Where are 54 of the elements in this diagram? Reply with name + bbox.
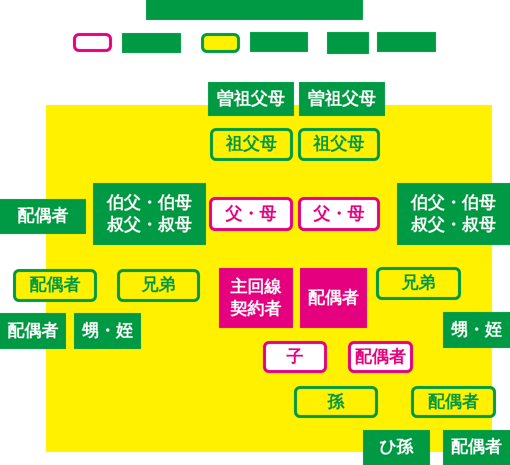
relation-label: 孫: [328, 390, 344, 414]
relation-label: 甥・姪: [82, 320, 133, 342]
title-block: [146, 0, 363, 20]
relation-box: [0, 313, 66, 349]
relation-label: 兄弟: [402, 272, 436, 295]
relation-label: 甥・姪: [451, 318, 502, 342]
relation-label: 曽祖父母: [217, 88, 285, 110]
relation-box: [0, 199, 86, 234]
relation-box: [299, 82, 385, 116]
relation-label: 叔父・叔母: [107, 214, 192, 236]
relation-label: 伯父・伯母: [411, 192, 496, 214]
relation-box: [348, 341, 413, 373]
relation-box: [443, 312, 510, 348]
relation-label: 配偶者: [18, 205, 68, 228]
relation-label: 父・母: [314, 202, 364, 226]
relation-box: [263, 341, 327, 373]
relation-box: [208, 82, 294, 116]
legend-block: [377, 32, 436, 52]
legend-block: [122, 33, 181, 53]
relation-box: [13, 269, 97, 302]
relation-label: 主回線契約者: [230, 276, 282, 320]
relation-box: [363, 430, 430, 465]
relation-label: 配偶者: [8, 320, 58, 342]
relation-label: 配偶者: [428, 390, 479, 414]
relation-label: 子: [286, 346, 304, 368]
relation-label: 父・母: [226, 202, 276, 226]
relation-label: 祖父母: [226, 133, 277, 156]
legend-block: [250, 32, 308, 52]
relation-box: [209, 197, 293, 231]
swatch-icon: [201, 33, 240, 53]
relation-label: 祖父母: [314, 133, 364, 156]
relation-box: [298, 128, 380, 161]
relation-label: 配偶者: [30, 274, 80, 297]
relation-box: [210, 128, 293, 161]
relation-label: ひ孫: [380, 436, 414, 459]
relation-box: [376, 267, 461, 300]
relation-label: 配偶者: [308, 286, 359, 310]
relation-box: [74, 313, 141, 349]
relation-box: [443, 430, 510, 465]
swatch-icon: [73, 33, 112, 52]
relation-label: 兄弟: [142, 274, 176, 297]
relation-label: 曽祖父母: [308, 88, 376, 110]
relation-box: [219, 268, 293, 328]
relation-box: [397, 183, 510, 245]
relation-box: [117, 269, 200, 302]
legend-block: [327, 32, 369, 54]
relation-label: 配偶者: [451, 436, 502, 459]
relation-label: 配偶者: [355, 346, 406, 368]
relation-box: [294, 386, 378, 418]
relation-label: 叔父・叔母: [411, 214, 496, 236]
relation-box: [300, 268, 367, 328]
relation-label: 伯父・伯母: [107, 192, 192, 214]
relation-box: [93, 183, 206, 245]
relation-box: [298, 197, 380, 231]
